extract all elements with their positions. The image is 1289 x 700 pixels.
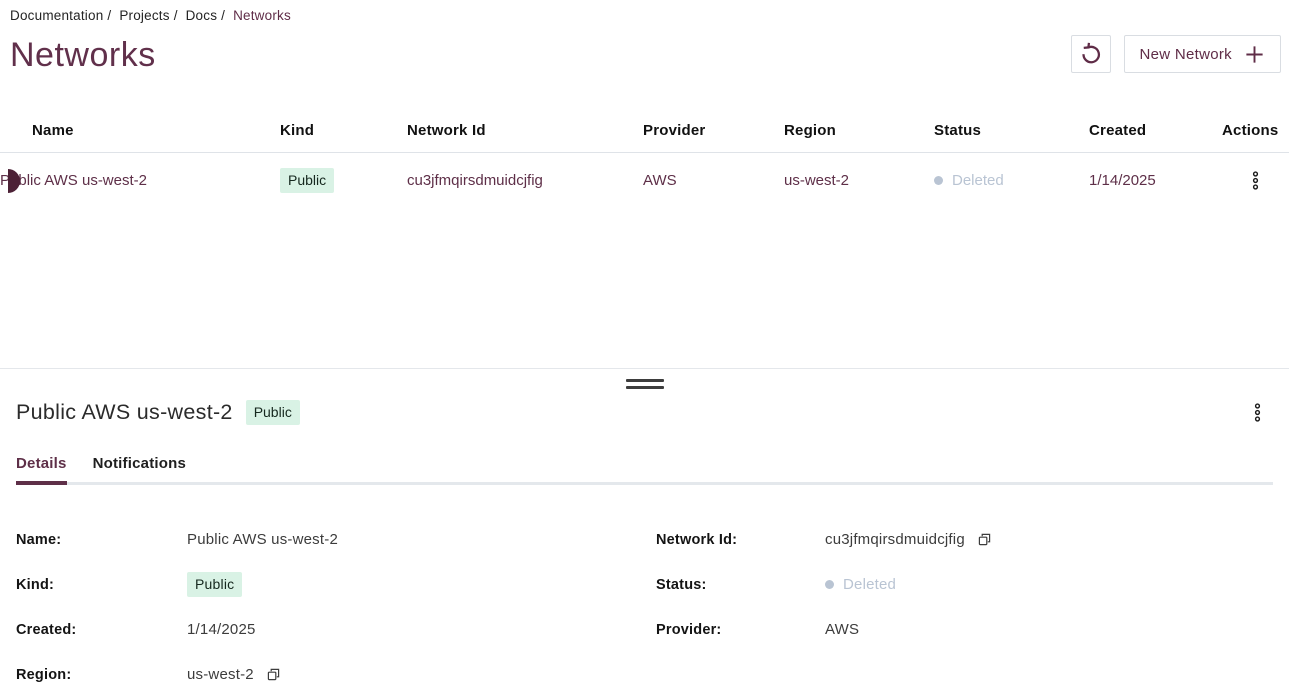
column-header-region: Region — [784, 122, 837, 139]
page-title: Networks — [10, 36, 156, 74]
column-header-created: Created — [1089, 122, 1147, 139]
new-network-label: New Network — [1139, 45, 1232, 63]
refresh-button[interactable] — [1070, 35, 1111, 73]
details-column-left: Name: Public AWS us-west-2 Kind: Public … — [16, 517, 656, 697]
column-header-network-id: Network Id — [407, 122, 486, 139]
detail-value: 1/14/2025 — [187, 621, 256, 638]
breadcrumb-current-networks: Networks — [233, 8, 291, 23]
detail-row-region: Region: us-west-2 — [16, 652, 656, 697]
drawer-tabs: Details Notifications — [0, 455, 1289, 485]
row-actions-menu-button[interactable] — [1246, 167, 1265, 194]
detail-label: Region: — [16, 666, 72, 683]
drawer-kind-badge: Public — [245, 399, 300, 425]
breadcrumb: Documentation/ Projects/ Docs/ Networks — [0, 0, 1289, 23]
tabs-underline — [16, 482, 1273, 485]
detail-label: Network Id: — [656, 531, 738, 548]
status-text: Deleted — [843, 576, 897, 593]
detail-row-created: Created: 1/14/2025 — [16, 607, 656, 652]
cell-actions — [1222, 153, 1289, 208]
cell-created: 1/14/2025 — [1089, 172, 1156, 189]
drawer-drag-handle[interactable] — [625, 379, 664, 389]
cell-region: us-west-2 — [784, 172, 850, 189]
kebab-icon — [1254, 402, 1261, 422]
kebab-icon — [1252, 171, 1259, 190]
tab-notifications[interactable]: Notifications — [92, 455, 187, 472]
plus-icon — [1244, 44, 1265, 65]
detail-value: Public AWS us-west-2 — [187, 531, 338, 548]
detail-value: us-west-2 — [187, 666, 254, 683]
detail-row-network-id: Network Id: cu3jfmqirsdmuidcjfig — [656, 517, 1273, 562]
breadcrumb-separator: / — [107, 8, 112, 23]
refresh-icon — [1078, 41, 1104, 67]
status-dot — [825, 580, 834, 589]
details-column-right: Network Id: cu3jfmqirsdmuidcjfig Statu — [656, 517, 1273, 697]
page-header: Networks New Network — [0, 35, 1289, 75]
column-header-status: Status — [934, 122, 982, 139]
status-text: Deleted — [952, 172, 1004, 189]
drawer-header: Public AWS us-west-2 Public — [0, 395, 1289, 429]
column-header-name: Name — [32, 122, 74, 139]
breadcrumb-separator: / — [173, 8, 178, 23]
breadcrumb-separator: / — [221, 8, 226, 23]
column-header-actions: Actions — [1222, 122, 1279, 139]
details-panel: Name: Public AWS us-west-2 Kind: Public … — [0, 485, 1289, 697]
cell-provider: AWS — [643, 172, 677, 189]
copy-icon — [978, 533, 991, 546]
selected-row-marker — [8, 168, 20, 193]
breadcrumb-item-documentation[interactable]: Documentation — [10, 8, 104, 23]
copy-region-button[interactable] — [265, 666, 282, 683]
copy-network-id-button[interactable] — [976, 531, 993, 548]
tab-details[interactable]: Details — [16, 455, 67, 485]
breadcrumb-item-projects[interactable]: Projects — [119, 8, 170, 23]
cell-status: Deleted — [934, 172, 1089, 189]
drawer-actions-menu-button[interactable] — [1248, 399, 1267, 426]
detail-row-kind: Kind: Public — [16, 562, 656, 607]
table-header-row: Name Kind Network Id Provider Region Sta… — [0, 109, 1289, 153]
detail-label: Kind: — [16, 576, 55, 593]
drawer-title: Public AWS us-west-2 — [16, 399, 233, 424]
detail-drawer: Public AWS us-west-2 Public Details Noti… — [0, 368, 1289, 700]
detail-row-name: Name: Public AWS us-west-2 — [16, 517, 656, 562]
detail-row-provider: Provider: AWS — [656, 607, 1273, 652]
detail-label: Name: — [16, 531, 62, 548]
table-row[interactable]: Public AWS us-west-2 Public cu3jfmqirsdm… — [0, 153, 1289, 208]
cell-kind: Public — [280, 168, 407, 193]
column-header-provider: Provider — [643, 122, 706, 139]
new-network-button[interactable]: New Network — [1123, 35, 1281, 73]
header-actions: New Network — [1070, 35, 1281, 73]
networks-table: Name Kind Network Id Provider Region Sta… — [0, 109, 1289, 208]
kind-badge: Public — [280, 168, 335, 193]
column-header-kind: Kind — [280, 122, 315, 139]
detail-label: Provider: — [656, 621, 722, 638]
cell-network-id: cu3jfmqirsdmuidcjfig — [407, 172, 543, 189]
detail-label: Status: — [656, 576, 707, 593]
detail-value: AWS — [825, 621, 860, 638]
detail-label: Created: — [16, 621, 77, 638]
cell-name: Public AWS us-west-2 — [0, 172, 147, 189]
detail-row-status: Status: Deleted — [656, 562, 1273, 607]
kind-badge: Public — [187, 572, 243, 597]
detail-value: cu3jfmqirsdmuidcjfig — [825, 531, 965, 548]
breadcrumb-item-docs[interactable]: Docs — [185, 8, 218, 23]
copy-icon — [267, 668, 280, 681]
status-dot — [934, 176, 943, 185]
